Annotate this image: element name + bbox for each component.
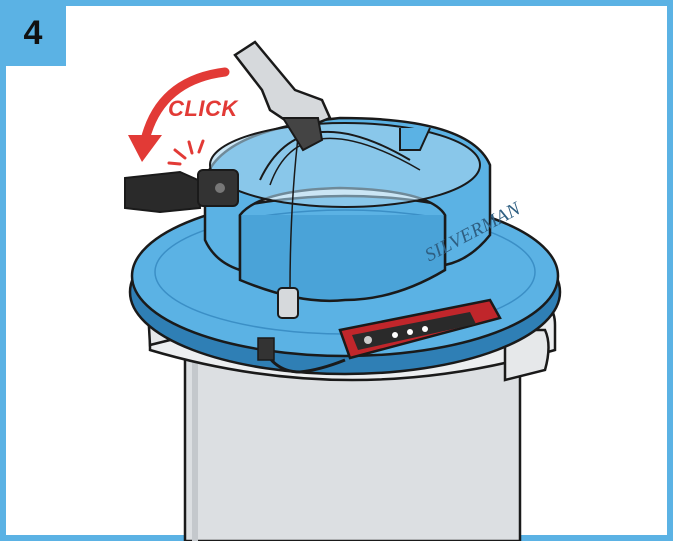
click-burst-icon — [169, 141, 203, 164]
step-number-badge: 4 — [0, 0, 66, 66]
click-label: CLICK — [168, 96, 238, 122]
latch-clamp — [125, 170, 238, 212]
